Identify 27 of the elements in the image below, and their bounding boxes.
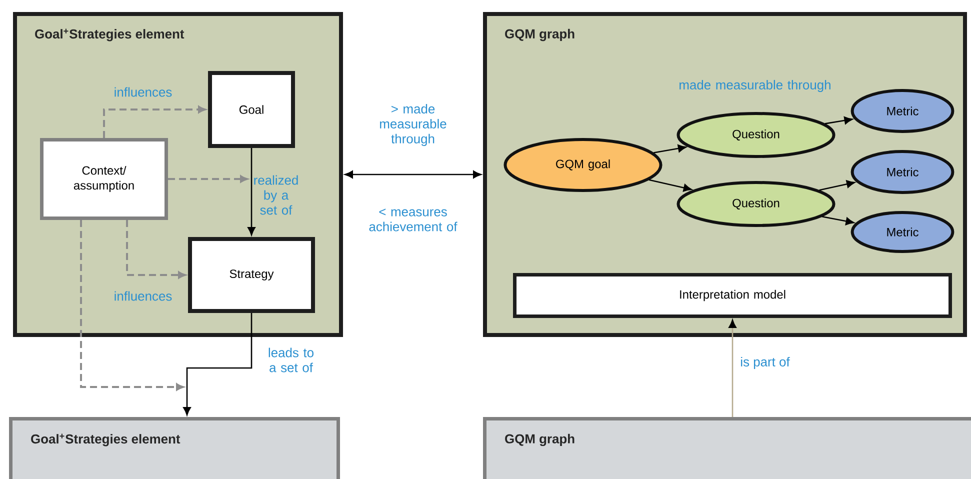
arrow bbox=[168, 175, 248, 183]
edge-label: is part of bbox=[741, 356, 790, 370]
arrow bbox=[80, 220, 184, 391]
relation-label: made measurable through bbox=[680, 80, 830, 92]
process-box: Strategy bbox=[188, 237, 315, 313]
arrow bbox=[344, 170, 482, 178]
edge-label: > made measurable through bbox=[380, 104, 446, 146]
edge-label: realized by a set of bbox=[254, 175, 298, 215]
arrow bbox=[824, 116, 853, 124]
panel: Goal$^{+}$Strategies element bbox=[9, 417, 340, 479]
edge-label: influences bbox=[114, 87, 172, 97]
arrow bbox=[654, 144, 686, 154]
panel: GQM graph bbox=[483, 417, 971, 479]
arrow bbox=[728, 320, 736, 417]
arrow bbox=[103, 106, 206, 138]
process-box: Goal bbox=[208, 71, 295, 148]
edge-label: leads to a set of bbox=[268, 348, 314, 372]
arrow bbox=[819, 180, 855, 191]
arrow bbox=[822, 216, 854, 226]
arrow bbox=[648, 179, 692, 192]
arrow bbox=[248, 148, 256, 236]
edge-label: influences bbox=[114, 291, 172, 301]
process-box: Interpretation model bbox=[513, 273, 952, 318]
arrow bbox=[183, 313, 252, 416]
process-box: Context/ assumption bbox=[40, 138, 168, 220]
arrow bbox=[126, 220, 186, 279]
relation-label: < measures achievement of bbox=[369, 208, 458, 232]
